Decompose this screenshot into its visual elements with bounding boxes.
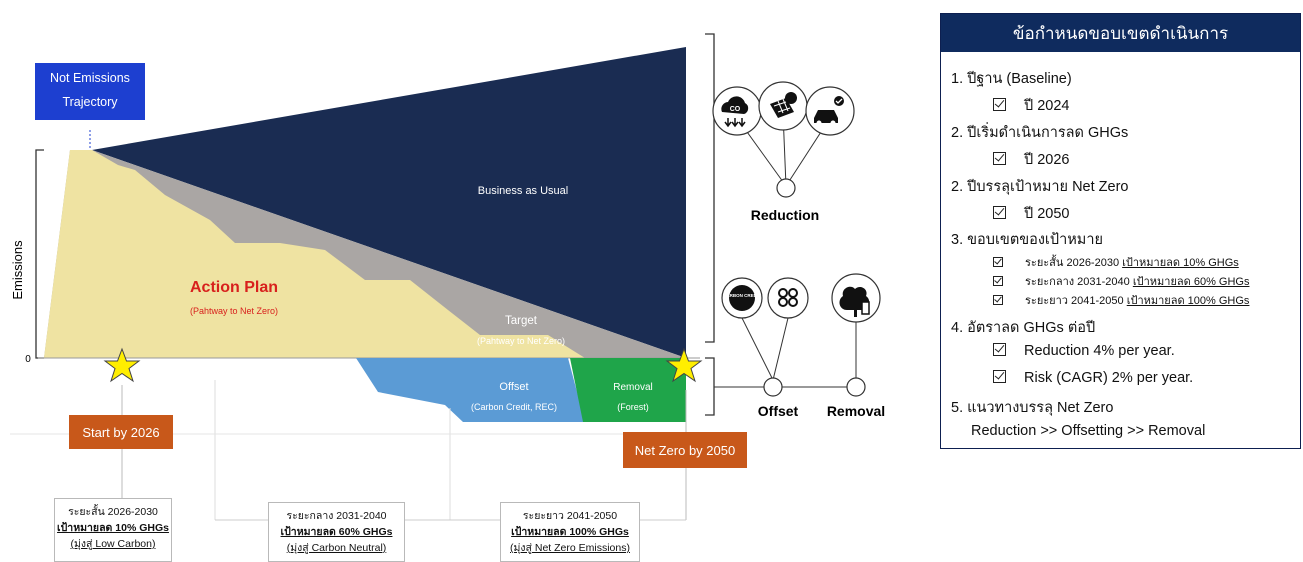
removal-area [570,358,686,422]
reduction-label: Reduction [751,207,819,223]
phase-box-short: ระยะสั้น 2026-2030 เป้าหมายลด 10% GHGs (… [54,498,172,562]
baseline-heading: 1. ปีฐาน (Baseline) [951,71,1072,87]
offset-removal-bracket [705,357,715,416]
emissions-axis-bracket [35,149,44,359]
start-year-item: ปี 2026 [993,148,1070,171]
checkbox-icon [993,343,1006,356]
forest-icon [831,273,881,323]
rec-icon [767,277,809,319]
business-as-usual-label: Business as Usual [478,185,569,197]
net-zero-pathway-diagram: Emissions 0 Business as Usual Action Pla… [10,33,885,521]
offset-area [356,358,585,422]
offset-subtitle: (Carbon Credit, REC) [471,402,557,412]
net-zero-star-icon [665,347,703,383]
scope-item-long: ระยะยาว 2041-2050 เป้าหมายลด 100% GHGs [993,291,1249,309]
checkbox-icon [993,206,1006,219]
rate-heading: 4. อัตราลด GHGs ต่อปี [951,320,1096,336]
scope-item-short: ระยะสั้น 2026-2030 เป้าหมายลด 10% GHGs [993,253,1239,271]
target-title: Target [505,315,538,327]
checkbox-icon [993,98,1006,111]
emissions-trajectory-label: Not Emissions Trajectory [35,63,145,120]
removal-title: Removal [613,382,652,393]
phase-box-long: ระยะยาว 2041-2050 เป้าหมายลด 100% GHGs (… [500,502,640,562]
start-heading: 2. ปีเริ่มดำเนินการลด GHGs [951,125,1129,141]
checkbox-icon [993,370,1006,383]
scope-specification-panel: ข้อกำหนดขอบเขตดำเนินการ 1. ปีฐาน (Baseli… [940,13,1301,449]
offset-label: Offset [758,403,799,419]
reduction-bracket [705,33,715,343]
checkbox-icon [993,257,1003,267]
removal-subtitle: (Forest) [617,402,649,412]
scope-item-medium: ระยะกลาง 2031-2040 เป้าหมายลด 60% GHGs [993,272,1249,290]
start-star-icon [103,347,141,383]
panel-title: ข้อกำหนดขอบเขตดำเนินการ [941,14,1300,52]
approach-heading: 5. แนวทางบรรลุ Net Zero [951,400,1114,416]
approach-text: Reduction >> Offsetting >> Removal [971,423,1206,439]
action-plan-subtitle: (Pahtway to Net Zero) [190,306,278,316]
offset-title: Offset [499,381,528,393]
start-label: Start by 2026 [69,415,173,449]
electric-car-icon [805,86,855,136]
netzero-heading: 2. ปีบรรลุเป้าหมาย Net Zero [951,179,1129,195]
checkbox-icon [993,152,1006,165]
business-as-usual-area [92,47,686,358]
action-plan-title: Action Plan [190,279,278,296]
y-zero-label: 0 [25,354,31,365]
checkbox-icon [993,295,1003,305]
rate-item-reduction: Reduction 4% per year. [993,343,1175,359]
co2-reduction-icon: CO [712,86,762,136]
rate-item-risk: Risk (CAGR) 2% per year. [993,370,1193,386]
net-zero-label: Net Zero by 2050 [623,432,747,468]
checkbox-icon [993,276,1003,286]
svg-text:CO: CO [730,106,741,113]
netzero-year-item: ปี 2050 [993,202,1070,225]
carbon-credit-text: CARBON CREDIT [723,293,761,298]
target-subtitle: (Pahtway to Net Zero) [477,336,565,346]
carbon-credit-icon: CARBON CREDIT [721,277,763,319]
y-axis-label: Emissions [10,240,25,300]
removal-label: Removal [827,403,885,419]
scope-heading: 3. ขอบเขตของเป้าหมาย [951,232,1103,248]
baseline-year-item: ปี 2024 [993,94,1070,117]
solar-panel-icon [758,81,808,131]
action-plan-area [44,150,585,358]
phase-box-medium: ระยะกลาง 2031-2040 เป้าหมายลด 60% GHGs (… [268,502,405,562]
